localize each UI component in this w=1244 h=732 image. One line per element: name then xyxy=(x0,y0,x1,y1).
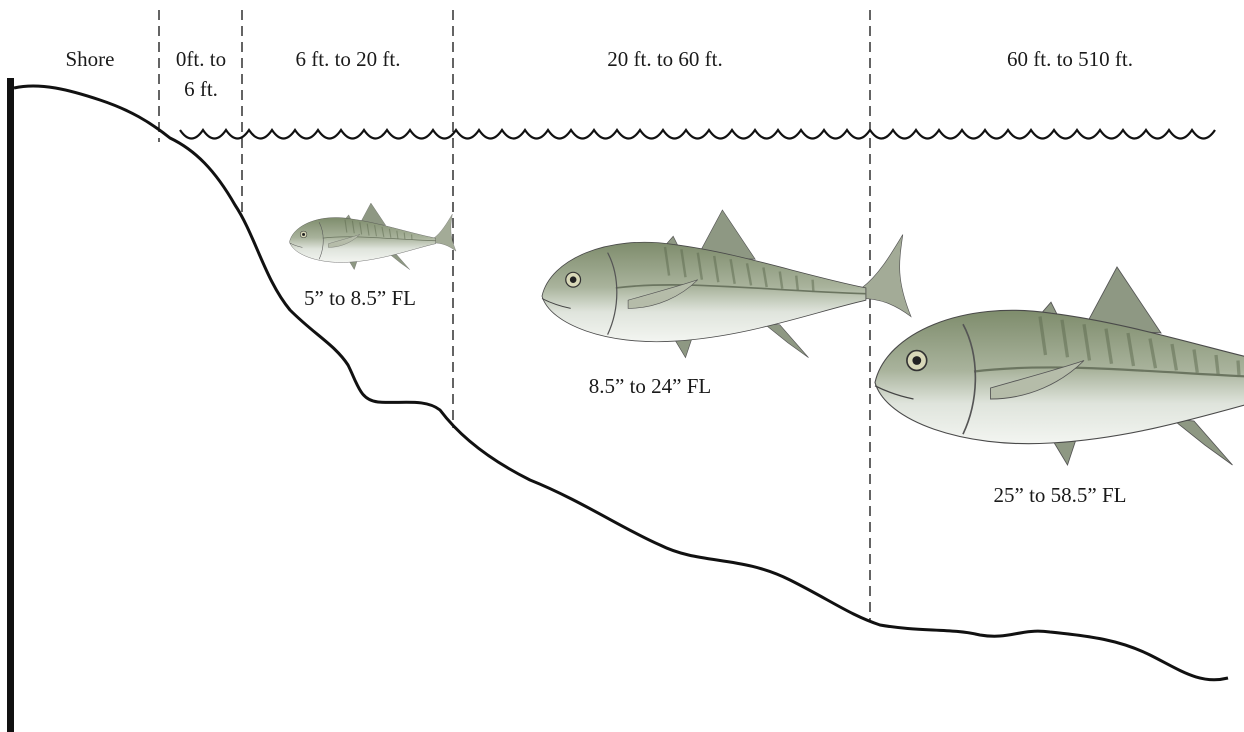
zone-label-0-6-line1: 0ft. to xyxy=(163,44,239,74)
fish-size-label-small: 5” to 8.5” FL xyxy=(275,283,445,313)
zone-label-20-60: 20 ft. to 60 ft. xyxy=(570,44,760,74)
zone-label-60-510: 60 ft. to 510 ft. xyxy=(970,44,1170,74)
water-surface xyxy=(180,130,1215,139)
fish-size-label-large: 25” to 58.5” FL xyxy=(950,480,1170,510)
small-fish-illustration xyxy=(290,203,457,270)
zone-label-shore: Shore xyxy=(52,44,128,74)
medium-fish-illustration xyxy=(542,210,911,358)
large-fish-illustration xyxy=(875,267,1244,465)
zone-label-6-20: 6 ft. to 20 ft. xyxy=(262,44,434,74)
zone-label-0-6-line2: 6 ft. xyxy=(163,74,239,104)
left-border-bar xyxy=(7,78,14,732)
fish-size-label-medium: 8.5” to 24” FL xyxy=(555,371,745,401)
